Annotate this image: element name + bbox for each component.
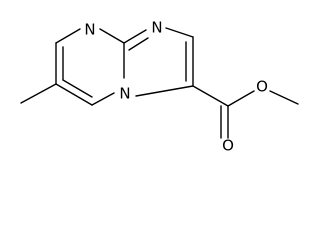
- bond-c3-n4: [135, 85, 194, 97]
- bond-methyl: [20, 83, 57, 104]
- bond-carbonyl-c-ester-o: [227, 90, 255, 107]
- bond-c5-n1: [55, 28, 81, 44]
- bond-n3-c2: [165, 27, 194, 38]
- atom-label-n-imidazole: N: [151, 19, 162, 37]
- atom-labels: N N N O O: [84, 19, 268, 155]
- atom-label-o-carbonyl: O: [222, 137, 234, 155]
- bond-n4-c7: [91, 92, 115, 106]
- atom-label-n-bridgehead: N: [119, 85, 130, 103]
- bond-n1-c8a: [99, 28, 125, 44]
- bond-c8a-n3: [123, 29, 147, 44]
- bond-c7-c6-double: [62, 79, 93, 98]
- atom-label-o-ester: O: [256, 78, 268, 96]
- bond-ester-o-methyl: [269, 90, 299, 105]
- atom-label-n-pyrimidine: N: [84, 21, 95, 39]
- bond-c7-c6: [55, 83, 93, 106]
- molecule-structure: N N N O O: [20, 19, 299, 155]
- bonds: [20, 27, 299, 139]
- bond-c3-carbonyl-c: [192, 85, 229, 107]
- bond-c8a-n3-double: [128, 37, 149, 51]
